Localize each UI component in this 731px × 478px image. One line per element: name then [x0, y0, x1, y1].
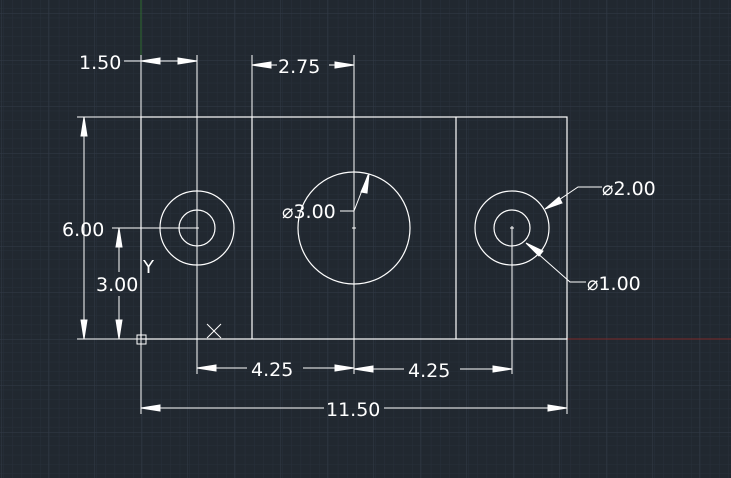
ucs-icon [136, 323, 222, 345]
arrow [525, 242, 544, 257]
arrow [115, 319, 123, 340]
arrow [334, 364, 355, 372]
dim-text-11-50[interactable]: 11.50 [326, 399, 380, 421]
ucs-y-label: Y [142, 257, 155, 278]
dim-text-4-25-right[interactable]: 4.25 [408, 360, 450, 382]
arrow [492, 365, 513, 373]
dim-text-right-outer-dia[interactable]: ⌀2.00 [602, 178, 656, 200]
dim-text-2-75[interactable]: 2.75 [278, 56, 320, 78]
dim-text-3-00[interactable]: 3.00 [96, 274, 138, 296]
arrow [140, 404, 161, 412]
arrow [140, 57, 161, 65]
arrow [251, 61, 272, 69]
arrow [177, 57, 198, 65]
arrow [544, 196, 563, 210]
arrow [353, 365, 374, 373]
dim-text-4-25-left[interactable]: 4.25 [251, 359, 293, 381]
arrow [80, 319, 88, 340]
arrow [196, 364, 217, 372]
dim-text-6-00[interactable]: 6.00 [62, 219, 104, 241]
dim-text-1-50[interactable]: 1.50 [79, 52, 121, 74]
dim-text-center-dia[interactable]: ⌀3.00 [282, 201, 336, 223]
arrow [547, 404, 568, 412]
arrow [115, 227, 123, 248]
arrow [80, 116, 88, 137]
arrow [334, 61, 355, 69]
dim-text-right-inner-dia[interactable]: ⌀1.00 [587, 273, 641, 295]
arrow [360, 173, 370, 194]
leader-right-inner[interactable] [526, 243, 586, 283]
